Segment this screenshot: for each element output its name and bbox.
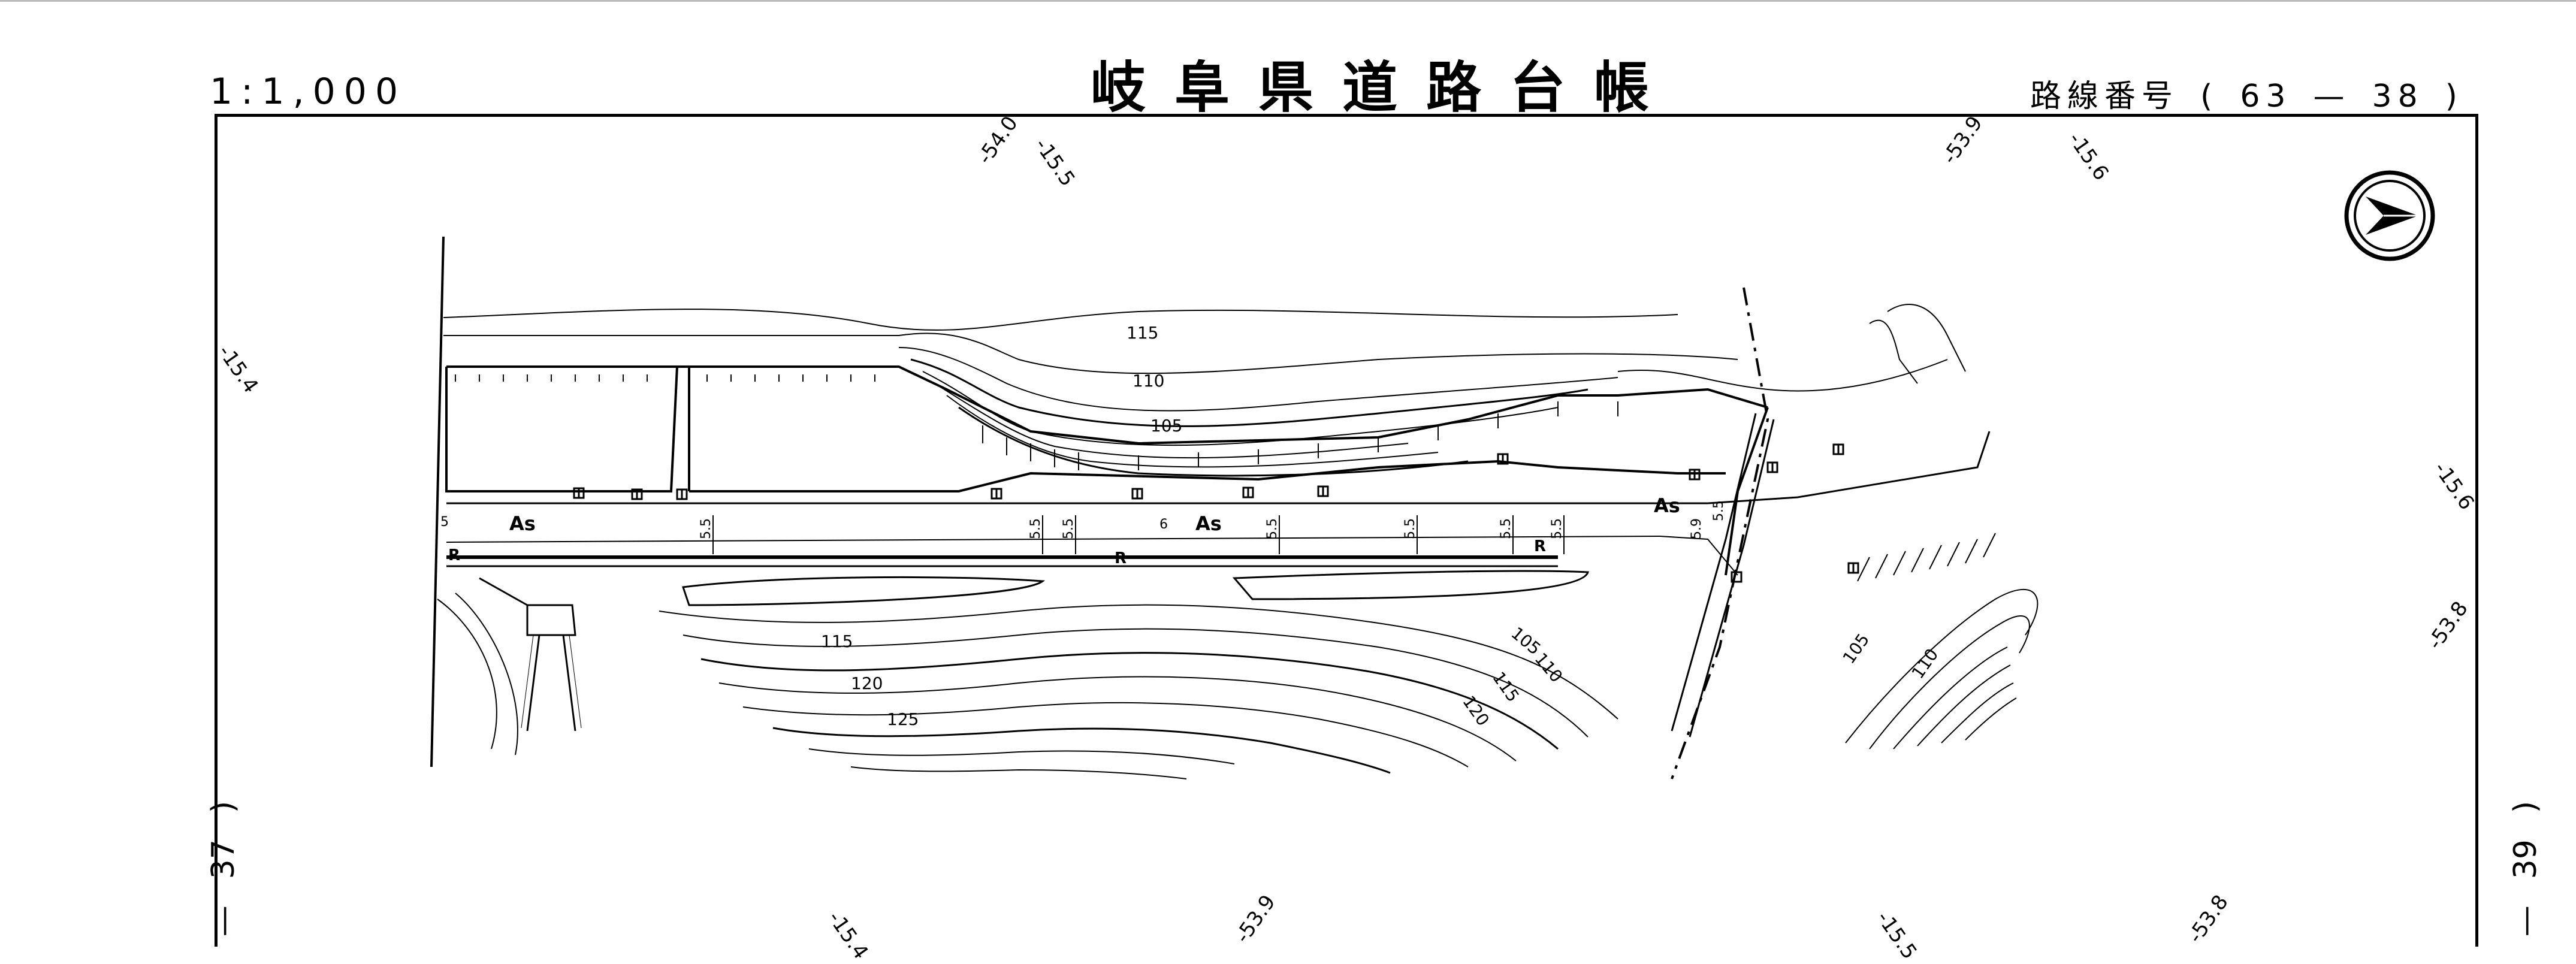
route-label: 路線番号	[2030, 78, 2179, 114]
road-width-2: 5.5	[699, 518, 714, 539]
road-mark-r-1: R	[448, 546, 460, 564]
pavement-label-as-1: As	[509, 512, 536, 535]
road-width-1: 5	[440, 515, 449, 530]
page-title: 岐阜県道路台帳	[1091, 56, 1678, 120]
road-body	[446, 431, 1991, 576]
contour-label-110-north: 110	[1133, 371, 1164, 391]
contour-label-115-north: 115	[1127, 323, 1158, 343]
sheet-top-edge	[0, 0, 2576, 2]
contour-label-110-east: 110	[1908, 645, 1943, 682]
road-width-5: 6	[1159, 517, 1168, 532]
boundary-markers	[573, 443, 1859, 583]
route-minor: 38	[2372, 78, 2424, 114]
road-width-11: 5.5	[1711, 500, 1726, 521]
map-frame	[215, 114, 2478, 947]
contour-label-120-south-2: 120	[1458, 692, 1493, 730]
east-contours	[1845, 588, 2039, 750]
route-major: 63	[2240, 78, 2292, 114]
map-scale: 1:1,000	[210, 71, 407, 113]
route-number: 路線番号 (63 — 38)	[2019, 71, 2474, 116]
road-plan-map: 115 110 105	[430, 236, 2039, 779]
route-open-paren: (	[2200, 78, 2219, 114]
pavement-label-as-2: As	[1195, 512, 1222, 535]
contour-label-125-south: 125	[887, 709, 919, 729]
contour-label-105-north: 105	[1150, 416, 1182, 436]
south-contours	[437, 593, 1618, 779]
contour-label-115-south-2: 115	[1488, 668, 1523, 706]
contour-label-115-south: 115	[821, 631, 853, 651]
pavement-label-as-3: As	[1654, 494, 1680, 517]
route-close-paren: )	[2445, 78, 2463, 114]
road-mark-r-3: R	[1534, 537, 1546, 555]
map-start-line	[430, 236, 445, 767]
road-width-10: 5.9	[1689, 518, 1704, 539]
road-width-3: 5.5	[1028, 518, 1043, 539]
embankment-hachures	[455, 374, 1996, 582]
contour-label-105-east: 105	[1839, 630, 1874, 667]
north-arrow-icon	[2344, 170, 2435, 261]
contour-label-120-south: 120	[851, 673, 883, 693]
contour-label-110-south: 110	[1531, 649, 1567, 686]
field-boundaries	[445, 365, 1769, 576]
width-tick-lines	[712, 515, 1565, 554]
road-width-4: 5.5	[1061, 518, 1076, 539]
road-width-9: 5.5	[1550, 518, 1565, 539]
south-embankment	[681, 570, 1589, 606]
contour-label-105-south: 105	[1508, 623, 1545, 659]
road-width-7: 5.5	[1403, 518, 1418, 539]
road-mark-r-2: R	[1115, 549, 1127, 567]
route-dash: —	[2313, 78, 2351, 114]
north-contours	[443, 304, 1966, 477]
culvert-structure	[479, 577, 582, 732]
boundary-line	[1671, 287, 1769, 779]
road-width-6: 5.5	[1265, 518, 1280, 539]
road-width-8: 5.5	[1499, 518, 1514, 539]
